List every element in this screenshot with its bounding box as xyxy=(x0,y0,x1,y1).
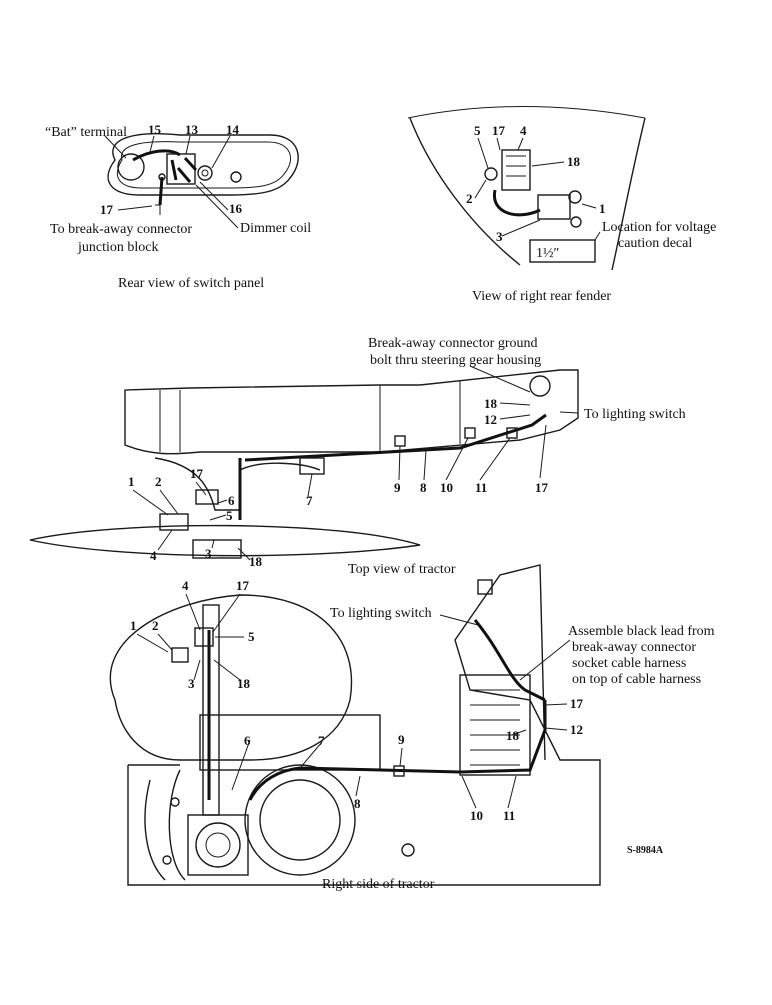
decal-location-line1: Location for voltage xyxy=(602,220,716,235)
assemble-note-line4: on top of cable harness xyxy=(572,672,701,687)
top-callout-17: 17 xyxy=(535,480,549,495)
fender-callout-1: 1 xyxy=(599,201,606,216)
side-callout-11: 11 xyxy=(503,808,515,823)
side-callout-17: 17 xyxy=(236,578,250,593)
top-view-labels: Break-away connector ground bolt thru st… xyxy=(128,336,686,577)
assemble-note-line3: socket cable harness xyxy=(572,656,686,671)
side-callout-6: 6 xyxy=(244,733,251,748)
switch-panel-caption: Rear view of switch panel xyxy=(118,276,264,291)
callout-13: 13 xyxy=(185,122,199,137)
decal-location-line2: caution decal xyxy=(618,236,692,251)
top-callout-6: 6 xyxy=(228,493,235,508)
to-breakaway-label-line1: To break-away connector xyxy=(50,222,192,237)
fender-callout-18: 18 xyxy=(567,154,581,169)
assemble-note-line1: Assemble black lead from xyxy=(568,624,715,639)
fender-labels: 5 17 4 18 2 1 3 Location for voltage cau… xyxy=(466,123,716,304)
figure-code: S-8984A xyxy=(627,845,664,856)
fender-callout-5: 5 xyxy=(474,123,481,138)
switch-panel-labels: “Bat” terminal 15 13 14 16 17 To break-a… xyxy=(45,122,311,291)
switch-panel-view xyxy=(107,133,299,215)
side-callout-12: 12 xyxy=(570,722,583,737)
side-callout-17b: 17 xyxy=(570,696,584,711)
top-callout-12: 12 xyxy=(484,412,497,427)
fender-callout-4: 4 xyxy=(520,123,527,138)
fender-view xyxy=(407,106,646,271)
ground-bolt-line1: Break-away connector ground xyxy=(368,336,537,351)
side-callout-9: 9 xyxy=(398,732,405,747)
side-callout-3: 3 xyxy=(188,676,195,691)
side-callout-7: 7 xyxy=(318,733,325,748)
decal-size-label: 1½″ xyxy=(536,246,560,261)
top-callout-18: 18 xyxy=(484,396,498,411)
fender-callout-2: 2 xyxy=(466,191,473,206)
dimmer-coil-label: Dimmer coil xyxy=(240,221,311,236)
side-callout-18: 18 xyxy=(237,676,251,691)
fender-caption: View of right rear fender xyxy=(472,289,611,304)
assemble-note-line2: break-away connector xyxy=(572,640,696,655)
to-lighting-switch-top: To lighting switch xyxy=(584,407,686,422)
side-callout-8: 8 xyxy=(354,796,361,811)
top-callout-8: 8 xyxy=(420,480,427,495)
side-callout-10: 10 xyxy=(470,808,483,823)
top-view-caption: Top view of tractor xyxy=(348,562,456,577)
side-view xyxy=(109,564,601,886)
top-callout-7: 7 xyxy=(306,493,313,508)
top-callout-1: 1 xyxy=(128,474,135,489)
to-lighting-switch-side: To lighting switch xyxy=(330,606,432,621)
top-view xyxy=(29,369,579,559)
top-callout-9: 9 xyxy=(394,480,401,495)
ground-bolt-line2: bolt thru steering gear housing xyxy=(370,353,541,368)
callout-14: 14 xyxy=(226,122,240,137)
fender-callout-3: 3 xyxy=(496,229,503,244)
side-callout-1: 1 xyxy=(130,618,137,633)
top-callout-3: 3 xyxy=(205,546,212,561)
top-callout-17b: 17 xyxy=(190,466,204,481)
side-callout-2: 2 xyxy=(152,618,159,633)
side-view-caption: Right side of tractor xyxy=(322,877,435,892)
to-breakaway-label-line2: junction block xyxy=(77,240,159,255)
top-callout-10: 10 xyxy=(440,480,453,495)
callout-17: 17 xyxy=(100,202,114,217)
top-callout-2: 2 xyxy=(155,474,162,489)
fender-callout-17: 17 xyxy=(492,123,506,138)
bat-terminal-label: “Bat” terminal xyxy=(45,125,127,140)
callout-16: 16 xyxy=(229,201,243,216)
top-callout-5: 5 xyxy=(226,508,233,523)
top-callout-18b: 18 xyxy=(249,554,263,569)
callout-15: 15 xyxy=(148,122,162,137)
top-callout-4: 4 xyxy=(150,548,157,563)
side-view-labels: 4 17 1 2 5 3 18 To lighting switch Assem… xyxy=(130,578,715,892)
side-callout-4: 4 xyxy=(182,578,189,593)
top-callout-11: 11 xyxy=(475,480,487,495)
side-callout-18b: 18 xyxy=(506,728,520,743)
side-callout-5: 5 xyxy=(248,629,255,644)
